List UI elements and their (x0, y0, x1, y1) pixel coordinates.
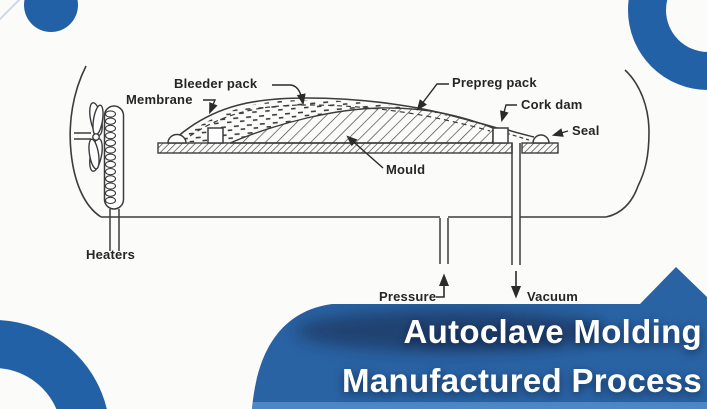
decor-circle-top-left (24, 0, 78, 32)
banner-title-line2: Manufactured Process (342, 362, 702, 399)
prepreg-pack-leader (416, 83, 449, 111)
banner-strip (252, 402, 707, 409)
vacuum-pipe (511, 143, 521, 265)
prepreg-pack-shape (180, 100, 495, 143)
cork-dam-right (492, 127, 509, 144)
membrane-line (175, 97, 535, 141)
decor-ring-top-right (628, 0, 707, 90)
label-leaders (203, 83, 569, 169)
label-prepreg-pack: Prepreg pack (452, 75, 537, 90)
label-bleeder-pack: Bleeder pack (174, 76, 258, 91)
cork-dam-left (207, 127, 224, 144)
heater-coil-icon (103, 105, 125, 251)
banner-title-line1: Autoclave Molding (403, 313, 702, 350)
pressure-arrow (436, 273, 450, 298)
label-seal: Seal (572, 123, 600, 138)
heater-wires (109, 209, 120, 251)
shell-left-arc (69, 65, 102, 218)
seal-right (532, 134, 550, 144)
pressure-pipe (439, 218, 449, 264)
seal-left (167, 133, 187, 144)
label-heaters: Heaters (86, 247, 136, 262)
base-plate (157, 142, 559, 154)
label-vacuum: Vacuum (527, 289, 579, 304)
label-membrane: Membrane (126, 92, 193, 107)
banner-shadow-blob (295, 310, 605, 352)
membrane-leader (203, 99, 218, 115)
fan-icon (74, 102, 104, 172)
label-mould: Mould (386, 162, 426, 177)
shell-bottom-right-curve (605, 185, 639, 218)
mould-leader (346, 135, 384, 169)
label-cork-dam: Cork dam (521, 97, 583, 112)
autoclave-shell (69, 65, 650, 218)
shell-right-arc (624, 69, 650, 187)
decor-ring-bottom-left (0, 320, 107, 409)
label-pressure: Pressure (379, 289, 437, 304)
seal-leader (551, 128, 569, 137)
corner-accent-line (0, 0, 21, 21)
bleeder-dashed-line (189, 104, 491, 137)
fan-shaft (74, 132, 91, 140)
cork-dam-leader (499, 104, 517, 123)
bleeder-pack-leader (272, 84, 306, 106)
